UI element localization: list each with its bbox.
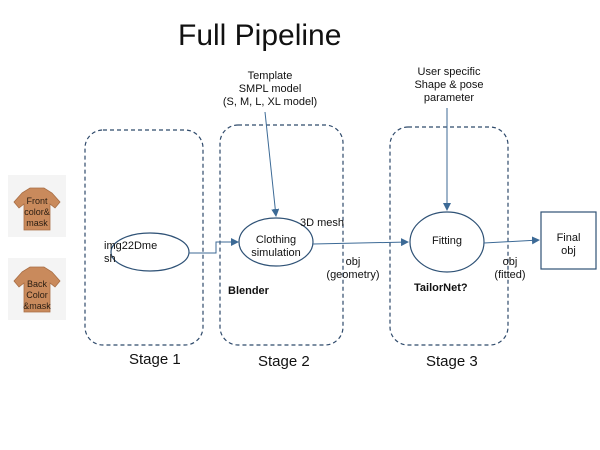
back-shirt-label: Back Color &mask (23, 279, 51, 311)
img2mesh-label: img22Dme sh (104, 240, 158, 265)
obj-geometry-label: obj (geometry) (326, 256, 380, 281)
stage-2-box (219, 124, 344, 346)
stage-3-box (389, 126, 509, 346)
arrow-clothing-to-fitting (312, 238, 409, 247)
obj-fitted-label: obj (fitted) (494, 256, 526, 281)
template-smpl-label: Template SMPL model (S, M, L, XL model) (222, 70, 318, 108)
stage-3-label: Stage 3 (426, 353, 478, 370)
fitting-node (409, 211, 485, 273)
page-title: Full Pipeline (178, 19, 342, 52)
arrow-img2mesh-to-clothing (189, 238, 239, 254)
back-shirt-image (8, 258, 66, 320)
tailornet-label: TailorNet? (414, 282, 468, 294)
img2mesh-node (110, 232, 190, 272)
final-obj-node (540, 211, 597, 270)
arrow-fitting-to-final (483, 236, 540, 245)
stage-2-label: Stage 2 (258, 353, 310, 370)
stage-1-label: Stage 1 (129, 351, 181, 368)
user-param-label: User specific Shape & pose parameter (414, 66, 484, 104)
front-shirt-image (8, 175, 66, 237)
front-shirt-label: Front color& mask (24, 196, 50, 228)
arrow-template-to-clothing (264, 111, 280, 217)
clothing-simulation-node (238, 217, 314, 267)
blender-label: Blender (228, 285, 269, 297)
3d-mesh-label: 3D mesh (300, 217, 345, 229)
stage-1-box (84, 129, 204, 346)
clothing-simulation-label: Clothing simulation (251, 234, 301, 259)
fitting-label: Fitting (432, 235, 462, 247)
final-obj-label: Final obj (556, 232, 581, 257)
